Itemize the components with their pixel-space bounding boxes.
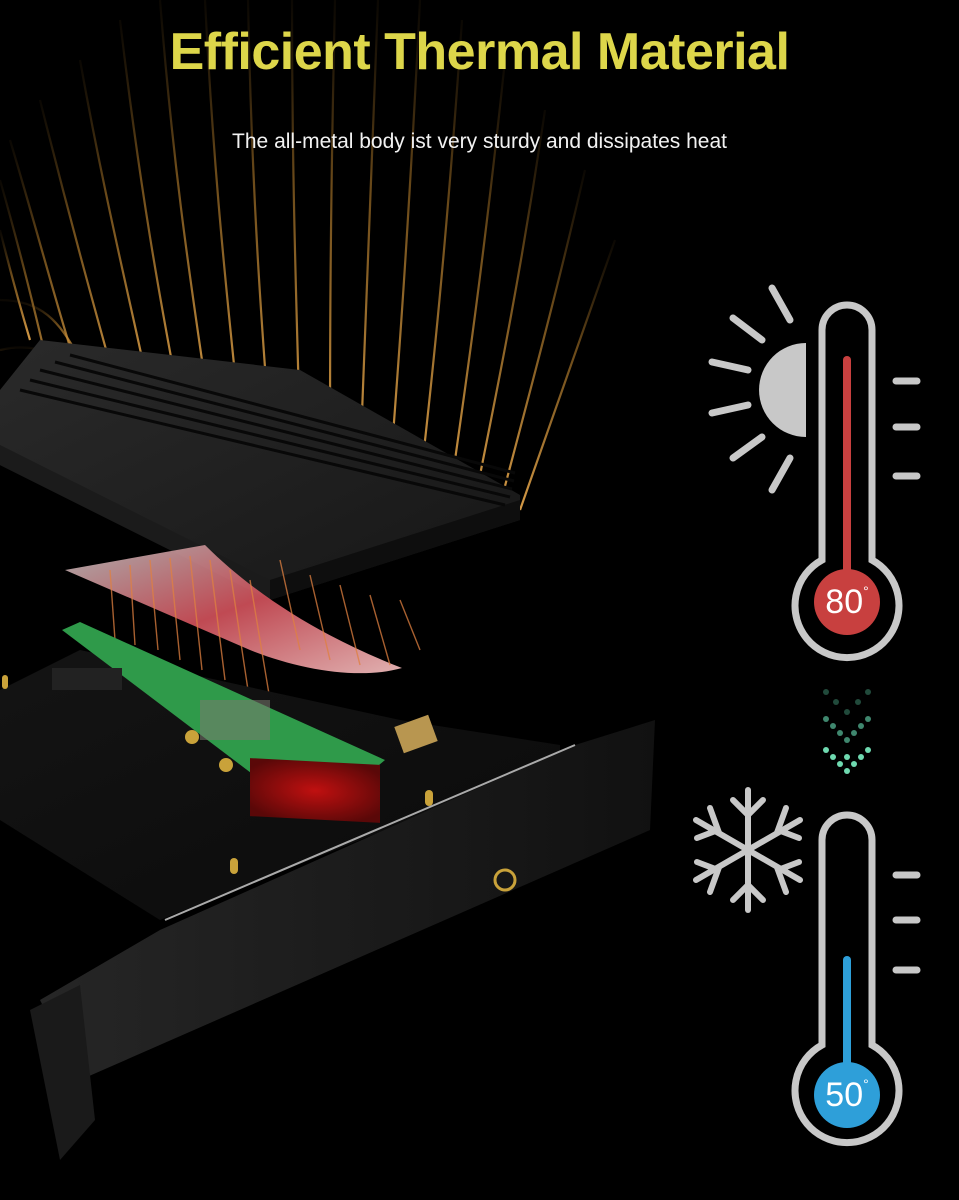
thermal-pad	[65, 545, 402, 674]
page-subtitle: The all-metal body ist very sturdy and d…	[232, 130, 727, 153]
cold-value-number: 50	[825, 1076, 864, 1114]
cold-thermometer	[693, 787, 921, 1147]
page-title: Efficient Thermal Material	[169, 23, 790, 81]
hot-degree-symbol: °	[863, 583, 869, 599]
hot-value-number: 80	[825, 583, 864, 621]
cold-temperature-value: 50°	[814, 1076, 880, 1115]
ssd-module	[52, 622, 385, 823]
pc-bracket	[30, 720, 655, 1160]
hot-thermometer	[708, 284, 921, 662]
snowflake-icon	[693, 787, 803, 913]
hot-temperature-value: 80°	[814, 583, 880, 622]
sun-icon	[708, 284, 794, 494]
heatsink	[0, 340, 520, 600]
down-arrow-dotted-icon	[823, 689, 871, 774]
cold-degree-symbol: °	[863, 1076, 869, 1092]
sun-half-disc	[759, 343, 806, 437]
